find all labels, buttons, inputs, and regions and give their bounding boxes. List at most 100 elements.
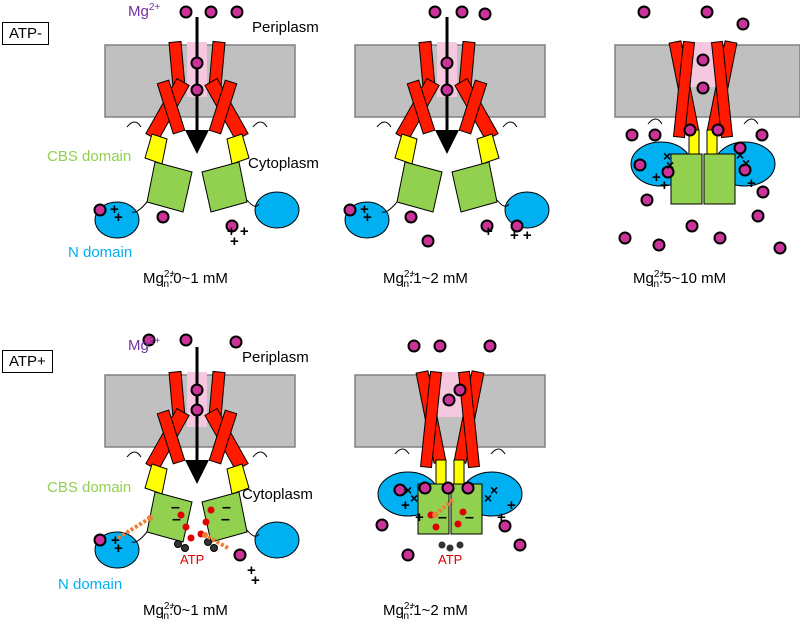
mg-ion [736, 17, 750, 31]
mg-ion [640, 193, 654, 207]
mg-charge: 2+ [403, 269, 416, 280]
cbs-domain [146, 491, 193, 543]
mg-ion [230, 5, 244, 19]
linker [144, 463, 168, 495]
tm-helix [457, 370, 481, 469]
charge-mark: + [111, 532, 120, 549]
connector [246, 199, 260, 207]
mg-ion [738, 163, 752, 177]
atp-dot [187, 534, 195, 542]
mg-ion [713, 231, 727, 245]
mg-text: Mg [143, 602, 164, 619]
condition-value: :0~1 mM [169, 602, 228, 619]
mg-charge: 2+ [653, 269, 666, 280]
condition-top-right: Mg2+in:5~10 mM [633, 269, 726, 290]
charge-mark: + [363, 209, 372, 226]
condition-bottom-mid: Mg2+in:1~2 mM [383, 601, 468, 622]
n-domain-label-bottom: N domain [58, 576, 123, 593]
mg-ion [421, 234, 435, 248]
mg-ion [751, 209, 765, 223]
condition-top-mid: Mg2+in:1~2 mM [383, 269, 468, 290]
atp-base [438, 541, 446, 549]
tm-helix [710, 40, 734, 139]
loop [647, 118, 663, 125]
charge-mark: + [507, 497, 516, 514]
mg-ion [407, 339, 421, 353]
mg-ion [453, 383, 467, 397]
mg-ion [513, 538, 527, 552]
atp-base [204, 538, 212, 546]
mg-ion [696, 81, 710, 95]
atp-base [181, 544, 189, 552]
linker [144, 133, 168, 165]
mg-in: in [161, 611, 170, 622]
charge-marks: +++ ++++++ ++++++++++++××××××××–––––– [110, 147, 756, 589]
mg-ion [618, 231, 632, 245]
condition-bottom-left: Mg2+in:0~1 mM [143, 601, 228, 622]
connector [131, 201, 148, 213]
mg-ion [190, 83, 204, 97]
charge-mark: + [251, 572, 260, 589]
mg-ion [637, 5, 651, 19]
charge-mark: × [404, 482, 412, 498]
charge-mark: + [114, 209, 123, 226]
charge-mark: + [652, 169, 661, 186]
mg-ion [711, 123, 725, 137]
mg-ion [685, 219, 699, 233]
loop [252, 121, 268, 128]
mg-ion [661, 165, 675, 179]
charge-mark: – [222, 499, 231, 516]
condition-value: :1~2 mM [409, 602, 468, 619]
charge-mark: × [410, 490, 418, 506]
charge-mark: + [114, 540, 123, 557]
mg-ion [204, 5, 218, 19]
mg-ion [433, 339, 447, 353]
atp-dot [182, 523, 190, 531]
mg-ion [233, 548, 247, 562]
charge-mark: – [465, 509, 474, 526]
atp-dot [202, 518, 210, 526]
loop [376, 121, 392, 128]
mg-ions [93, 5, 787, 562]
charge-mark: + + [510, 227, 532, 244]
mg-ion [755, 128, 769, 142]
n-domain [254, 191, 300, 229]
loop [126, 451, 142, 458]
charge-mark: + [360, 201, 369, 218]
mg-ion [142, 333, 156, 347]
mg-ion [756, 185, 770, 199]
mg-ion [375, 518, 389, 532]
mg-ion [190, 403, 204, 417]
cytoplasm-label-top: Cytoplasm [248, 155, 319, 172]
charge-mark: + + [227, 223, 249, 240]
cbs-domain [201, 161, 248, 213]
channel-open [94, 17, 300, 239]
atp-base [174, 540, 182, 548]
mg-ion [440, 56, 454, 70]
tm-helix [208, 79, 238, 135]
mg-ion [483, 339, 497, 353]
mg-ion [683, 123, 697, 137]
linker [394, 133, 418, 165]
charge-mark: – [221, 511, 230, 528]
n-domain [254, 521, 300, 559]
mg-ion [773, 241, 787, 255]
n-domain [504, 191, 550, 229]
charge-mark: + [110, 201, 119, 218]
loop [252, 451, 268, 458]
orange-arrow-head [202, 532, 208, 538]
charge-mark: – [438, 509, 447, 526]
cbs-domain-label-bottom: CBS domain [47, 479, 132, 496]
orange-arrow [116, 516, 152, 540]
charge-mark: × [666, 157, 674, 173]
mg-ion [648, 128, 662, 142]
mg-text: Mg [128, 3, 149, 20]
mg-ion [498, 519, 512, 533]
mg-ion [455, 5, 469, 19]
mg-ion [696, 53, 710, 67]
condition-value: :1~2 mM [409, 270, 468, 287]
linker [476, 133, 500, 165]
mg-ion [229, 335, 243, 349]
mg-text: Mg [383, 602, 404, 619]
mg-in: in [161, 279, 170, 290]
